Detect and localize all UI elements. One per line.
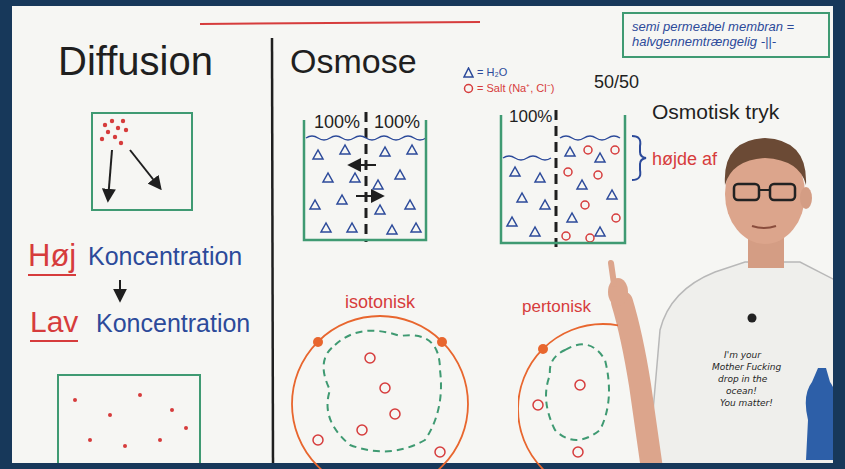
water-molecules [310,145,421,234]
membrane [365,112,368,242]
salt-ions [562,146,620,242]
pointing-finger [611,263,614,284]
definition-box: semi permeabel membran = halvgennemtræng… [622,12,830,58]
section-heading: Osmose [290,42,417,81]
microphone [748,314,757,323]
cell-diagram: pertonisk [518,297,658,469]
cell-outline [285,292,475,469]
legend-item: = H₂O [463,66,507,79]
spread-arrow [130,150,160,188]
spread-arrow [108,150,112,200]
concentration-word: Koncentration [88,242,242,271]
shirt-print: ocean! [726,386,757,396]
cell-nucleus [546,344,609,440]
legend-sample [463,67,474,78]
cell-nucleus [324,331,441,452]
water-surface [560,136,620,140]
node-label: isotonisk [343,292,417,313]
salt-ions [533,380,585,457]
membrane-marker [313,337,323,347]
legend-text: = Salt (Na⁺, Cl⁻) [477,82,554,95]
title-underline [200,22,480,24]
water-surface [306,136,426,140]
concentration-level: Høj [28,238,76,276]
definition-text: semi permeabel membran = halvgennemtræng… [632,20,820,50]
topic-label: Osmotisk tryk [652,100,779,124]
concentration-word: Koncentration [96,309,250,338]
cell-diagram: isotonisk [285,292,475,469]
water-molecules [507,147,617,236]
shirt-print: Mother Fucking [712,362,781,372]
concentration-level: Lav [30,305,78,342]
node-label: 100% [372,112,422,133]
down-arrow [119,280,121,300]
shirt-print: You matter! [720,398,773,408]
particle-cluster [100,119,128,145]
water-symbol [464,68,473,77]
cell-membrane [292,316,468,469]
divider-line [272,38,273,463]
flow-arrow [356,195,382,197]
membrane-marker [538,344,548,354]
legend-sample [463,83,474,94]
membrane [555,110,558,247]
node-label: 100% [312,112,362,133]
osmosis-beaker: 100%50/50 [497,105,632,247]
salt-symbol [465,84,473,92]
section-heading: Diffusion [58,38,213,84]
glasses-bridge [759,189,770,191]
annotation: højde af [652,149,717,170]
glasses [734,184,759,200]
particle-scatter [73,393,188,448]
shirt-figure [806,368,833,460]
legend-text: = H₂O [477,66,507,79]
legend-item: = Salt (Na⁺, Cl⁻) [463,82,554,95]
glasses [770,184,795,200]
ear [800,187,812,209]
beaker-wall [304,120,426,240]
diffusion-box [58,375,200,463]
arm [622,302,652,463]
node-label: pertonisk [520,297,593,317]
cell-membrane [518,324,618,469]
beaker-wall [501,115,625,243]
diffusion-box [92,113,192,210]
presenter [608,138,833,463]
height-bracket [632,136,646,180]
osmosis-beaker: 100% 100% [300,112,430,244]
shirt-print: drop in the [718,374,767,384]
mouth [752,226,776,228]
flow-arrow [350,164,376,166]
hair [725,138,806,185]
cell-outline [518,297,618,469]
salt-ions [313,353,445,457]
shirt-print: I'm your [724,350,761,360]
water-surface [503,156,551,160]
node-label: 100% [507,107,554,127]
node-label: 50/50 [592,72,641,93]
membrane-marker [437,337,447,347]
t-shirt [648,262,833,463]
